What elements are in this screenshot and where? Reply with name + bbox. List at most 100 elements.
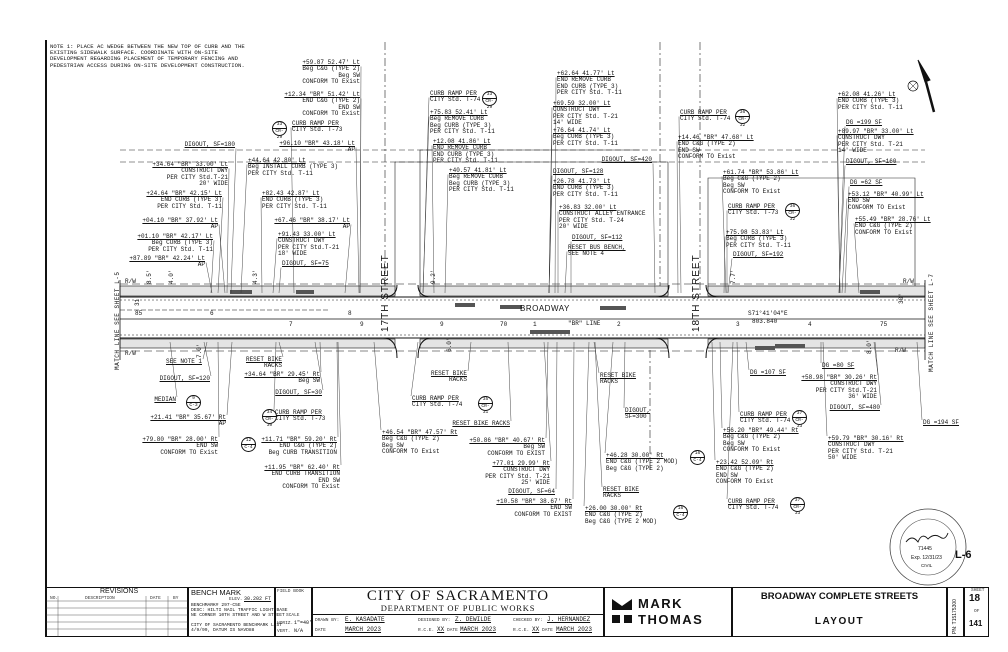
hatched-area <box>775 344 805 348</box>
callout-line: Beg C&G (TYPE 2) <box>723 175 781 183</box>
callout-line: +12.34 "BR" 51.42' Lt <box>284 91 360 98</box>
callout-line: CONFORM TO Exist <box>716 477 774 485</box>
callout-line: CONSTRUCT DWY <box>503 466 550 474</box>
callout-line: CITY Std. T-74 <box>412 401 463 409</box>
callout-line: Beg CURB (TYPE 3) <box>151 239 213 247</box>
callout-line: RACKS <box>263 362 282 370</box>
drawn-by-name: E. KASADATE <box>345 616 385 623</box>
callout-line: RESET BIKE <box>603 486 640 493</box>
callout-line: Beg CURB TRANSITION <box>268 448 337 456</box>
sheet-title: LAYOUT <box>814 616 865 627</box>
callout-b3: MEDIAN <box>154 396 176 403</box>
callout-line: END C&G (TYPE 2) <box>716 465 774 473</box>
callout-line: AP <box>347 146 355 154</box>
rw-label: R/W <box>125 350 136 357</box>
callout-line: END REMOVE CURB <box>433 144 488 152</box>
scale-vert-label: VERT. <box>277 629 291 634</box>
callout-b21: DIGOUT,SF=300 <box>625 407 651 421</box>
callout-line: +89.97 "BR" 33.00' Lt <box>838 128 914 135</box>
street-label-17th: 17TH STREET <box>380 254 391 332</box>
callout-line: DIGOUT, SF=192 <box>733 251 784 258</box>
leader-line <box>916 341 923 421</box>
drawn-date-label: DATE <box>315 628 326 633</box>
designed-rce: XX <box>437 626 445 633</box>
detail-sheet: C-4 <box>693 458 702 463</box>
detail-sheet: CR-33 <box>795 418 804 429</box>
callout-line: SF=300 <box>625 413 647 421</box>
checked-rce-label: R.C.E. <box>513 628 530 633</box>
callout-line: AP <box>210 223 218 231</box>
seal-expiration: Exp. 12/31/23 <box>911 555 942 561</box>
detail-number: 37 <box>793 411 806 418</box>
callout-line: END C&G (TYPE 2 MOD) <box>606 458 679 466</box>
callout-line: AP <box>342 223 350 231</box>
callout-line: DIGOUT, <box>625 407 651 414</box>
seal-type: CIVIL <box>921 563 933 568</box>
callout-line: CITY Std. T-74 <box>680 115 731 123</box>
drawn-date: MARCH 2023 <box>345 626 382 633</box>
checked-rce: XX <box>532 626 540 633</box>
callout-line: CONFORM TO Exist <box>848 203 906 211</box>
hatched-area <box>755 346 775 350</box>
detail-sheet: CR-33 <box>793 505 802 516</box>
leader-line <box>838 165 846 294</box>
callout-line: +01.10 "BR" 42.17' Lt <box>137 233 213 240</box>
callout-line: PER CITY Std. T-11 <box>557 88 622 96</box>
callout-line: CONFORM TO Exist <box>723 445 781 453</box>
callout-line: Beg CURB (TYPE 3) <box>430 121 492 129</box>
callout-c34: DIGOUT, SF=160 <box>846 158 896 165</box>
dimension-label: 30' <box>898 293 905 304</box>
leader-line <box>278 341 284 358</box>
callout-line: PER CITY Std. T-11 <box>726 241 791 249</box>
scale-vert: N/A <box>294 628 304 634</box>
callout-line: 14' WIDE <box>553 118 582 126</box>
street-label-18th: 18TH STREET <box>691 254 702 332</box>
general-note: NOTE 1: PLACE AC WEDGE BETWEEN THE NEW T… <box>50 43 245 69</box>
station-label: 9 <box>360 321 364 328</box>
leader-line <box>373 341 382 431</box>
sheet-code: L-6 <box>955 549 972 561</box>
hatched-area <box>860 290 880 294</box>
callout-line: CONSTRUCT ALLEY ENTRANCE <box>559 210 646 218</box>
bearing-label: S71°41'04"E <box>748 310 788 317</box>
revisions-col-date: DATE <box>150 596 161 601</box>
leader-line <box>314 341 324 391</box>
hatched-area <box>455 303 475 307</box>
leader-line <box>210 240 215 294</box>
callout-line: END CURB TRANSITION <box>271 470 340 478</box>
scale-horiz: 1"=40' <box>294 620 313 626</box>
callout-line: CURB RAMP PER <box>728 203 775 210</box>
leader-line <box>583 341 590 507</box>
leader-line <box>844 186 850 294</box>
callout-line: END CURB (TYPE 3) <box>262 196 324 204</box>
leader-line <box>822 341 828 437</box>
revisions-table <box>46 596 188 637</box>
leader-line <box>422 116 430 294</box>
station-label: 6 <box>210 310 214 317</box>
detail-sheet: CR-31 <box>481 404 490 415</box>
callout-line: AP <box>218 420 226 428</box>
detail-number: 16 <box>674 506 687 513</box>
callout-line: Beg REMOVE CURB <box>449 173 504 181</box>
leader-line <box>444 174 449 294</box>
detail-sheet: C-3 <box>189 403 198 408</box>
callout-line: END C&G (TYPE 2) <box>302 97 360 105</box>
callout-b2: DIGOUT, SF=120 <box>160 375 210 382</box>
leader-line <box>507 341 512 422</box>
